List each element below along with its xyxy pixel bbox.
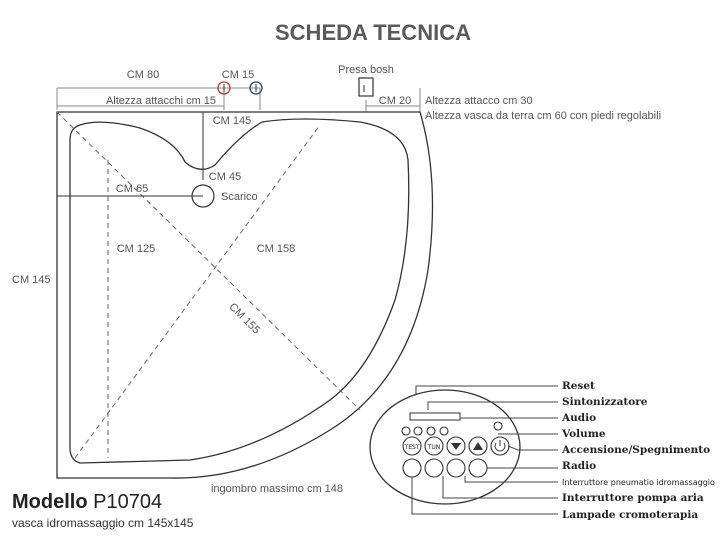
dim-cm158: CM 158 [257,243,296,255]
control-panel: TEST TUN [369,389,521,505]
indicator-2-icon [413,426,423,436]
label-lampade: Lampade cromoterapia [562,509,698,521]
tuner-button-icon [424,436,444,456]
radio-icon [468,458,488,478]
cold-water-inlet-icon [249,81,263,95]
diagonal-cm155 [56,111,361,411]
dim-cm45: CM 45 [209,171,241,183]
label-presa-bosh: Presa bosh [338,64,394,76]
label-sintonizzatore: Sintonizzatore [562,396,648,408]
model-code: P10704 [93,491,163,513]
dim-cm80: CM 80 [127,69,159,81]
label-pompa-aria: Interruttore pompa aria [562,492,704,504]
label-altezza-attacco: Altezza attacco cm 30 [425,95,533,107]
indicator-4-icon [439,426,449,436]
drain-icon [191,184,215,208]
hot-water-inlet-icon [217,81,231,95]
dim-cm65: CM 65 [116,183,148,195]
dim-cm145-top: CM 145 [213,115,252,127]
sheet-title: SCHEDA TECNICA [275,20,471,45]
dim-cm20: CM 20 [379,95,411,107]
indicator-3-icon [426,426,436,436]
model-title: Modello P10704 [12,490,193,514]
hydromassage-icon [446,458,466,478]
indicator-1-icon [401,426,411,436]
label-scarico: Scarico [221,191,258,203]
tub-outer-outline [56,111,434,479]
reset-button-icon [402,436,422,456]
label-reset: Reset [562,380,595,392]
test-button-label: TEST [404,444,420,451]
display-icon [409,412,461,421]
model-description: vasca idromassaggio cm 145x145 [12,516,194,530]
dim-cm145-left: CM 145 [12,274,51,286]
label-interruttore-pneumatio: Interruttore pneumatio idromassaggio [562,478,715,487]
dim-cm125: CM 125 [117,243,156,255]
tun-button-label: TUN [427,444,441,451]
dim-cm155: CM 155 [226,301,262,337]
label-accensione: Accensione/Spegnimento [561,444,710,456]
control-leaders [411,385,558,515]
dim-cm15: CM 15 [222,69,254,81]
label-altezza-vasca: Altezza vasca da terra cm 60 con piedi r… [425,110,661,122]
chromotherapy-icon [402,458,422,478]
model-name-bold: Modello [12,491,88,513]
tub-inner-basin [69,118,410,464]
label-ingombro: ingombro massimo cm 148 [211,483,343,495]
diagonal-cm158 [74,124,321,459]
model-info: Modello P10704 vasca idromassaggio cm 14… [12,490,193,530]
socket-icon [358,77,374,97]
label-audio: Audio [561,412,596,424]
label-radio: Radio [562,460,596,472]
ir-receiver-icon [493,421,503,431]
air-pump-icon [424,458,444,478]
label-volume: Volume [561,428,606,440]
dim-altezza-attacchi: Altezza attacchi cm 15 [106,95,216,107]
